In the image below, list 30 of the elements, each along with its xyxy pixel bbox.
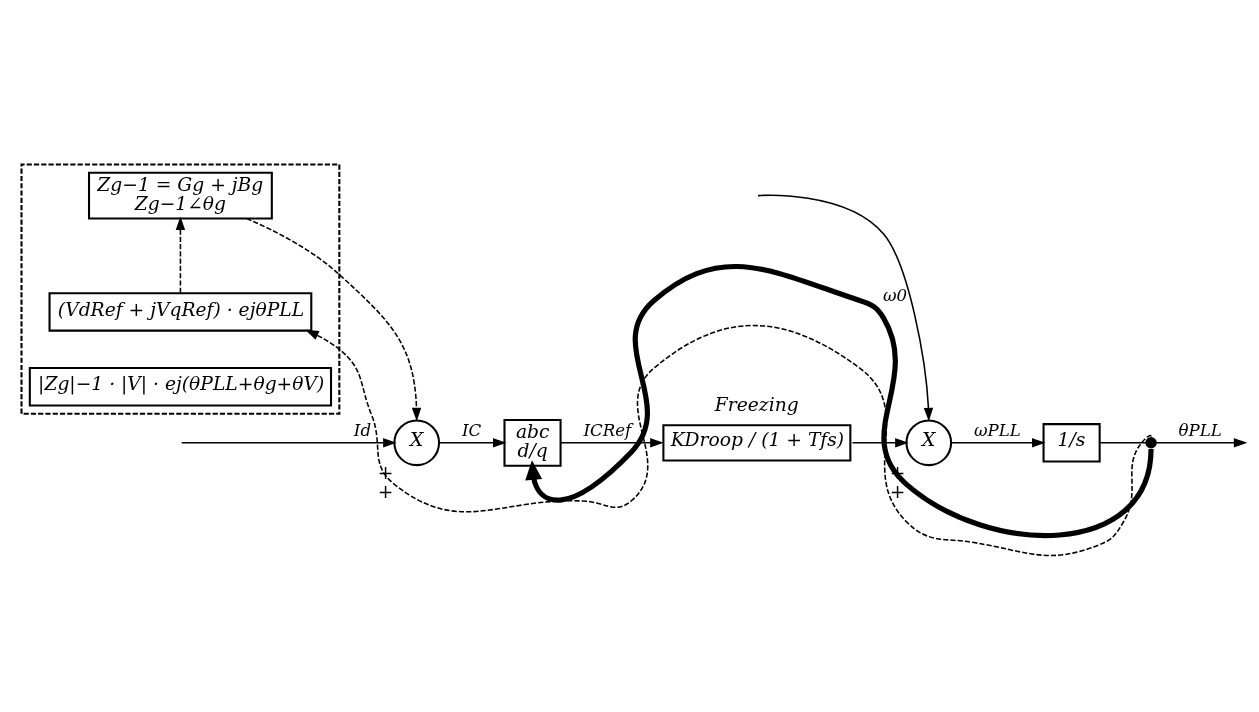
arrow bbox=[950, 438, 1046, 448]
node-box: abc d/q bbox=[503, 418, 562, 467]
edge-label: IC bbox=[461, 421, 482, 441]
node-box: KDroop / (1 + Tfs) bbox=[662, 424, 852, 462]
arrow bbox=[525, 264, 1154, 538]
node-box: Zg−1 = Gg + jBg Zg−1∠θg bbox=[87, 171, 273, 220]
connector bbox=[1098, 442, 1148, 444]
arrow bbox=[175, 216, 186, 294]
arrow bbox=[560, 438, 664, 448]
arrow bbox=[438, 438, 507, 448]
arrow bbox=[757, 194, 934, 422]
node-box: |Zg|−1 · |V| · ej(θPLL+θg+θV) bbox=[28, 367, 333, 407]
node-label: + bbox=[889, 480, 906, 502]
node-circle bbox=[1145, 437, 1157, 449]
node-label: Freezing bbox=[714, 394, 799, 416]
node-box: 1/s bbox=[1042, 423, 1101, 463]
edge-label: ω0 bbox=[883, 285, 908, 305]
node-circle: X bbox=[905, 419, 953, 467]
arrow bbox=[245, 217, 422, 422]
edge-label: ωPLL bbox=[973, 421, 1021, 441]
arrow bbox=[851, 438, 909, 448]
arrow bbox=[180, 438, 397, 448]
edge-label: ICRef bbox=[583, 421, 632, 441]
edge-label: Id bbox=[353, 421, 372, 441]
cluster bbox=[20, 163, 341, 415]
arrow bbox=[305, 324, 1152, 557]
arrow bbox=[1155, 438, 1248, 448]
node-circle: X bbox=[393, 419, 441, 467]
node-box: (VdRef + jVqRef) · ejθPLL bbox=[48, 292, 313, 332]
edge-label: θPLL bbox=[1178, 421, 1222, 441]
